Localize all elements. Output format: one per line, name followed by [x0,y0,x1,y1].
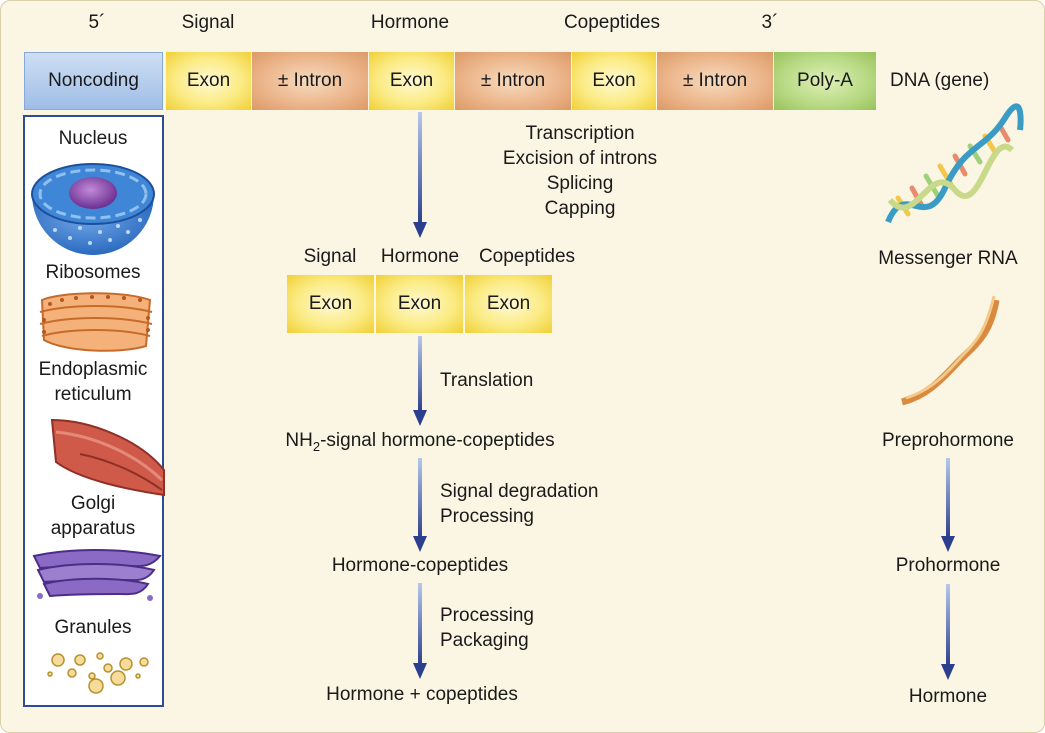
gene-segment-intron-1: ± Intron [252,52,368,110]
signal-region-label: Signal [181,12,235,33]
arrow-packaging [418,583,422,665]
preprohormone-ribbon-icon [901,295,1000,406]
dna-gene-label: DNA (gene) [890,70,990,91]
copeptides-region-label: Copeptides [563,12,661,33]
arrow-preprohormone-to-prohormone [946,458,950,538]
gene-segment-intron-2: ± Intron [455,52,571,110]
organelle-er-line1: Endoplasmic [38,359,148,380]
gene-segment-poly-a: Poly-A [774,52,876,110]
ribosomes-icon [39,292,153,352]
three-prime-label: 3´ [761,12,779,33]
endoplasmic-reticulum-icon [50,418,165,497]
product-nh2-signal-hormone-copeptides: NH2-signal hormone-copeptides [285,430,555,454]
arrow-signal-degradation [418,458,422,538]
hormone-region-label: Hormone [370,12,450,33]
mrna-signal-label: Signal [303,246,357,267]
organelle-golgi-line2: apparatus [50,518,136,539]
golgi-apparatus-icon [32,549,162,601]
mrna-hormone-label: Hormone [380,246,460,267]
organelle-nucleus-label: Nucleus [58,128,128,149]
hormone-label: Hormone [908,686,988,707]
mrna-exon-hormone: Exon [376,275,463,333]
five-prime-label: 5´ [88,12,106,33]
product-hormone-copeptides: Hormone-copeptides [331,555,509,576]
step-processing-1: Processing [440,506,534,527]
step-splicing: Splicing [546,173,614,194]
gene-segment-exon-copeptides: Exon [572,52,656,110]
step-signal-degradation: Signal degradation [440,481,599,502]
prohormone-label: Prohormone [895,555,1001,576]
main-flow-arrows [413,112,427,679]
messenger-rna-label: Messenger RNA [878,248,1018,269]
product-hormone-plus-copeptides: Hormone + copeptides [326,684,518,705]
organelle-er-line2: reticulum [54,384,132,405]
gene-segment-intron-3: ± Intron [657,52,773,110]
step-translation: Translation [440,370,534,391]
step-packaging: Packaging [440,630,529,651]
nucleus-icon [31,163,155,255]
mrna-exon-copeptides: Exon [465,275,552,333]
arrow-prohormone-to-hormone [946,584,950,666]
mrna-copeptides-label: Copeptides [478,246,576,267]
arrow-translation [418,336,422,412]
preprohormone-label: Preprohormone [881,430,1015,451]
gene-segment-exon-signal: Exon [166,52,251,110]
organelle-golgi-line1: Golgi [70,493,116,514]
right-column-arrows [941,458,955,680]
step-excision-of-introns: Excision of introns [502,148,658,169]
organelle-ribosomes-label: Ribosomes [45,262,141,283]
gene-segment-noncoding: Noncoding [24,52,163,110]
step-transcription: Transcription [525,123,635,144]
gene-segment-exon-hormone: Exon [369,52,454,110]
arrow-transcription [418,112,422,224]
step-capping: Capping [544,198,616,219]
step-processing-2: Processing [440,605,534,626]
mrna-exon-signal: Exon [287,275,374,333]
organelle-granules-label: Granules [54,617,132,638]
dna-helix-icon [885,103,1024,224]
granules-icon [47,652,149,694]
